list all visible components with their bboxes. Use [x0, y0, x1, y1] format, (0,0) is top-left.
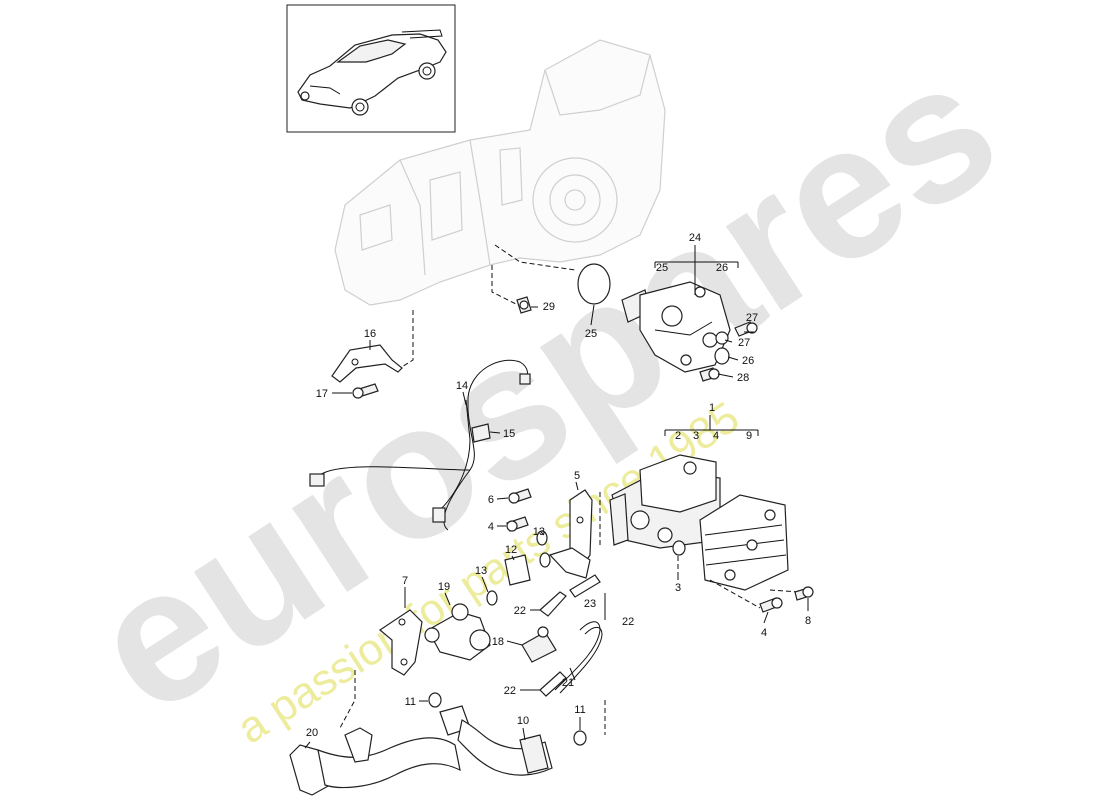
callout-22: 22 [514, 605, 526, 617]
callout-19: 19 [438, 581, 450, 593]
pipe-20 [289, 705, 471, 796]
callout-22-right: 22 [622, 616, 634, 628]
hose-22-lower [539, 671, 567, 697]
bolt-4 [506, 516, 529, 532]
callout-16: 16 [364, 328, 376, 340]
bolt-17 [352, 383, 379, 399]
callout-11-right: 11 [574, 704, 585, 716]
o-ring-11-right [573, 730, 587, 746]
callout-13-lower: 13 [475, 565, 487, 577]
leader-bracket-16 [399, 310, 414, 369]
clamp-13-mid [539, 552, 551, 568]
plug-29 [516, 296, 532, 314]
callout-26: 26 [716, 262, 728, 274]
callout-5: 5 [574, 470, 580, 482]
callout-20: 20 [306, 727, 318, 739]
clamp-13-lower [486, 590, 498, 606]
hose-12 [504, 554, 531, 586]
callout-29: 29 [543, 301, 555, 313]
leader-bolt-4 [709, 579, 761, 609]
callout-3-seal: 3 [675, 582, 681, 594]
callouts: 24 25 26 29 25 27 27 26 28 16 17 14 15 1… [306, 232, 811, 739]
leader-pipe-20 [339, 670, 356, 729]
bolt-4-lower [759, 597, 783, 613]
callout-27: 27 [746, 312, 758, 324]
valve-19 [424, 603, 491, 661]
bracket-7 [378, 609, 423, 676]
clamp-13 [536, 530, 548, 546]
o-ring-26 [714, 347, 730, 365]
bolt-6 [508, 488, 532, 504]
callout-11: 11 [405, 696, 416, 708]
callout-22-lower: 22 [504, 685, 516, 697]
callout-2: 2 [675, 430, 681, 442]
bolt-27 [734, 321, 758, 337]
oil-cooler-9 [699, 494, 789, 591]
seal-3 [672, 540, 686, 556]
washer-27 [715, 331, 729, 345]
callout-3: 3 [693, 430, 699, 442]
callout-28: 28 [737, 372, 749, 384]
callout-10: 10 [517, 715, 529, 727]
callout-4-bolt: 4 [488, 521, 494, 533]
callout-18: 18 [492, 636, 504, 648]
screw-28 [699, 367, 720, 382]
callout-7: 7 [402, 575, 408, 587]
callout-24: 24 [689, 232, 701, 244]
callout-4: 4 [713, 430, 719, 442]
o-ring-25 [577, 263, 611, 305]
callout-12: 12 [505, 544, 517, 556]
transmission-housing [334, 39, 666, 306]
sensor-18 [521, 626, 557, 663]
bracket-16 [331, 344, 403, 383]
cable-harness-14 [309, 359, 531, 531]
callout-13: 13 [533, 526, 545, 538]
callout-27-washer: 27 [738, 337, 750, 349]
callout-15: 15 [503, 428, 515, 440]
callout-6: 6 [488, 494, 494, 506]
control-housing-assembly [609, 454, 721, 549]
hose-23 [569, 574, 601, 598]
pipe-10 [457, 719, 553, 776]
pump-assembly [621, 281, 731, 373]
clip-15 [471, 423, 491, 443]
car-thumbnail-icon [297, 29, 447, 116]
leader-output-shaft [494, 244, 576, 271]
bolt-8 [794, 586, 814, 601]
callout-25-oring: 25 [585, 328, 597, 340]
callout-4-lower: 4 [761, 627, 767, 639]
bracket-5 [548, 489, 593, 579]
callout-21: 21 [562, 677, 574, 689]
callout-26-oring: 26 [742, 355, 754, 367]
callout-23: 23 [584, 598, 596, 610]
callout-1: 1 [709, 402, 715, 414]
hose-22-upper [539, 591, 567, 617]
callout-9: 9 [746, 430, 752, 442]
callout-17: 17 [316, 388, 328, 400]
callout-14: 14 [456, 380, 468, 392]
leader-lines [304, 245, 809, 749]
callout-25: 25 [656, 262, 668, 274]
car-thumbnail [286, 4, 456, 133]
callout-8: 8 [805, 615, 811, 627]
leader-plug-29 [491, 265, 519, 306]
o-ring-11 [428, 692, 442, 708]
